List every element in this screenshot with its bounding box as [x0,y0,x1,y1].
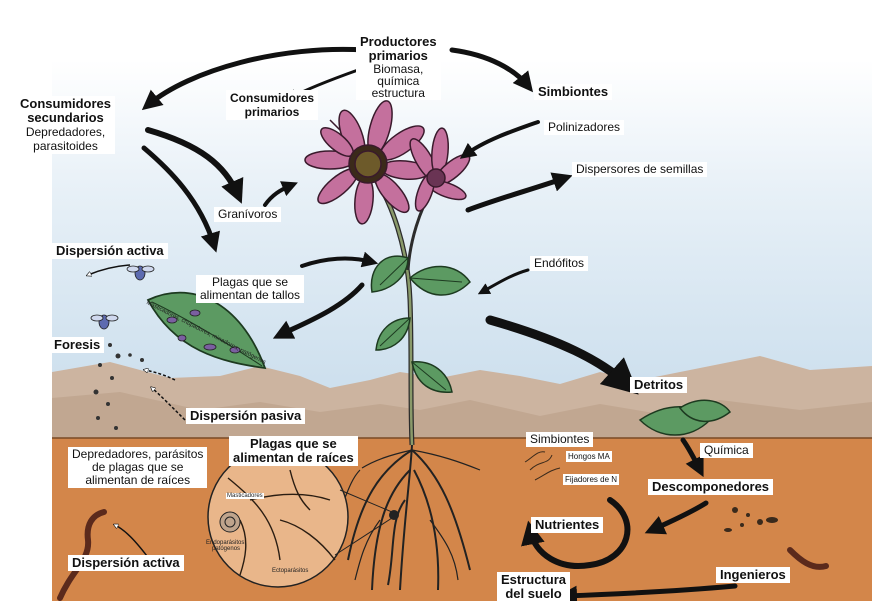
root-masticadores-text: Masticadores [226,493,264,499]
label-simbiontes: Simbiontes [534,84,612,100]
root-endoparasitos-text: Endoparásitos,patógenos [206,540,246,552]
label-dispersion-pasiva: Dispersión pasiva [186,408,305,424]
label-fijadores: Fijadores de N [563,474,619,485]
label-simbiontes-suelo: Simbiontes [526,432,593,447]
label-foresis: Foresis [50,337,104,353]
label-granivoros: Granívoros [214,207,281,222]
label-descomponedores: Descomponedores [648,479,773,495]
label-ingenieros: Ingenieros [716,567,790,583]
label-detritos: Detritos [630,377,687,393]
label-polinizadores: Polinizadores [544,120,624,135]
label-endofitos: Endófitos [530,256,588,271]
label-dispersion-activa-bottom: Dispersión activa [68,555,184,571]
label-dispersion-activa-top: Dispersión activa [52,243,168,259]
label-hongos: Hongos MA [566,451,612,462]
root-ectoparasitos-text: Ectoparásitos [272,568,308,574]
label-dispersores: Dispersores de semillas [572,162,707,177]
label-nutrientes: Nutrientes [531,517,603,533]
label-quimica: Química [700,443,753,458]
